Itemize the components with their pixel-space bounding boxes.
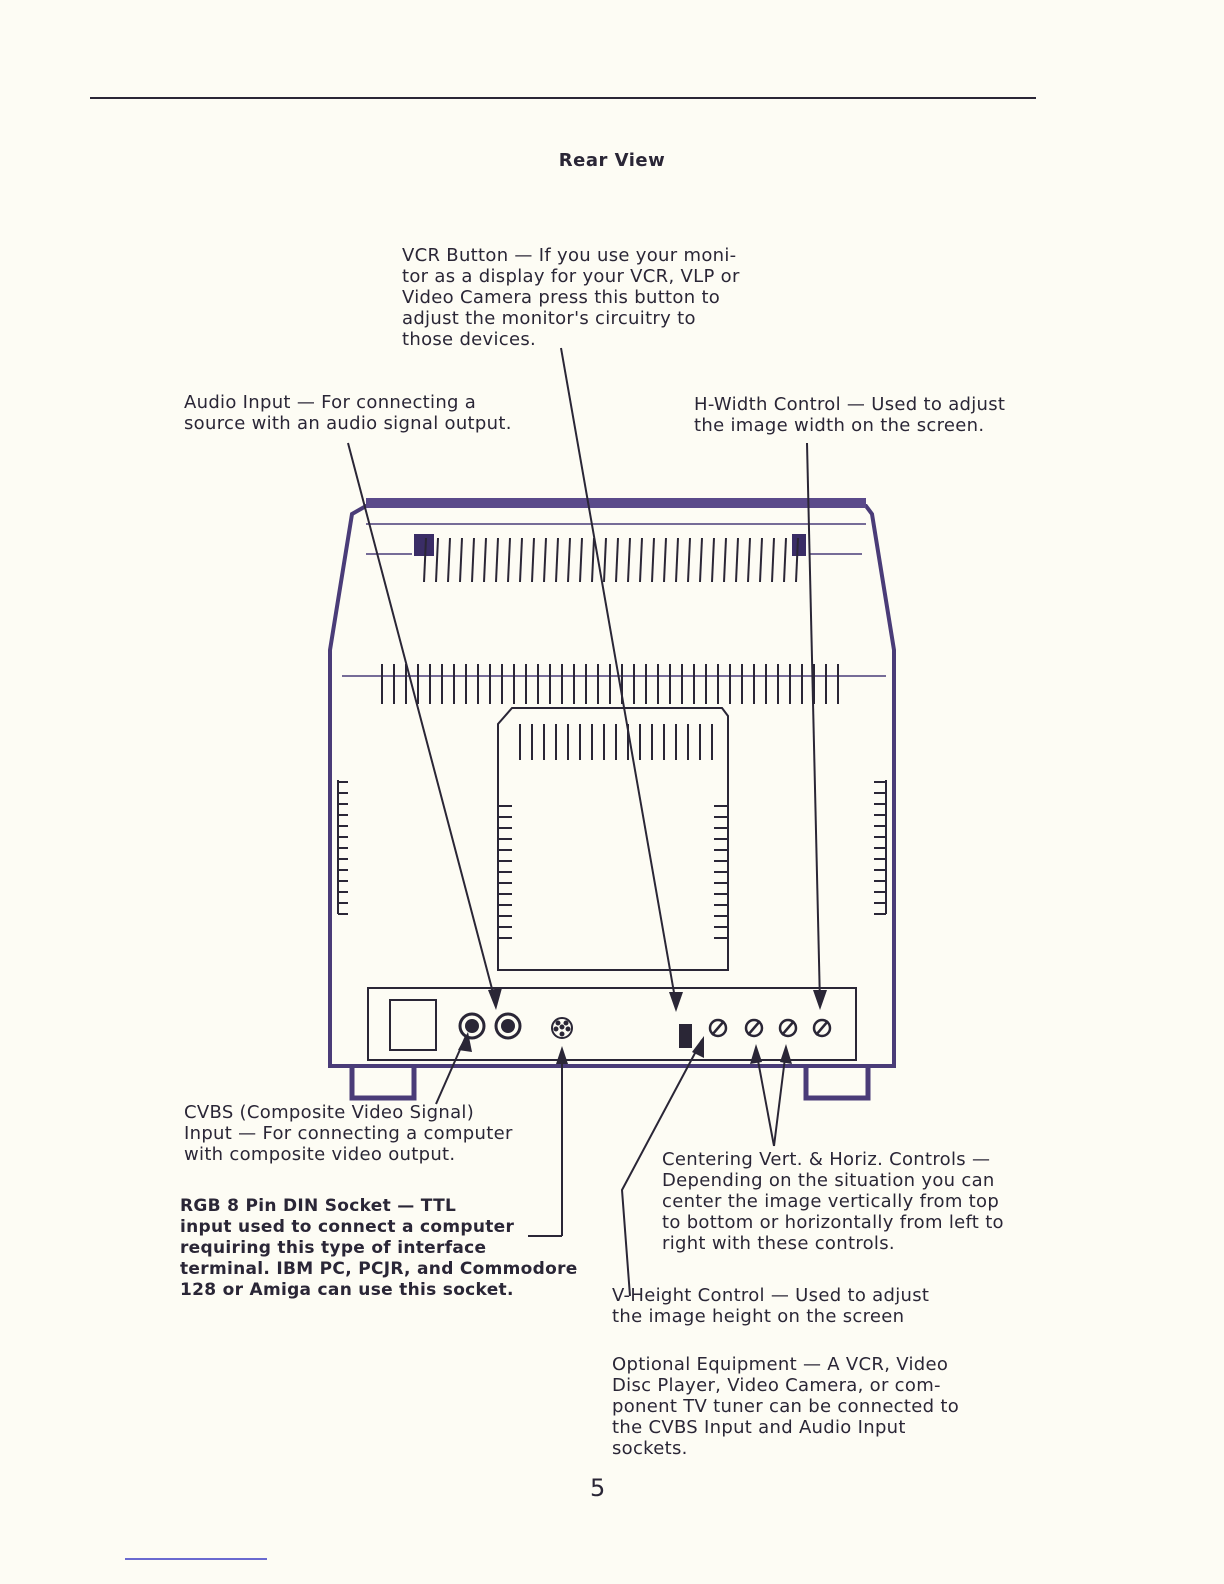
callout-line: center the image vertically from top [662,1191,1000,1212]
centering-callout: Centering Vert. & Horiz. Controls —Depen… [662,1149,1004,1254]
callout-line: input used to connect a computer [180,1217,515,1237]
rear-panel [497,707,729,971]
callout-line: the image width on the screen. [694,415,985,436]
callout-line: RGB 8 Pin DIN Socket — TTL [180,1196,457,1216]
callout-line: the image height on the screen [612,1306,905,1327]
callout-line: Depending on the situation you can [662,1170,995,1191]
callout-line: VCR Button — If you use your moni- [402,245,737,266]
footer-rule [125,1558,267,1560]
din-socket [551,1017,573,1039]
callout-line: to bottom or horizontally from left to [662,1212,1004,1233]
callout-line: H-Width Control — Used to adjust [694,394,1006,415]
connector-strip [367,987,857,1061]
callout-line: Optional Equipment — A VCR, Video [612,1354,949,1375]
callout-line: with composite video output. [184,1144,456,1165]
cabinet-side-vents [337,780,887,915]
upper-vent [414,534,806,583]
leader-lines [347,347,821,1297]
callout-line: sockets. [612,1438,688,1459]
callout-line: requiring this type of interface [180,1238,487,1258]
audio-jack [458,1012,486,1040]
callout-line: 128 or Amiga can use this socket. [180,1280,514,1300]
callout-line: ponent TV tuner can be connected to [612,1396,960,1417]
control-knobs [708,1018,832,1038]
callout-line: CVBS (Composite Video Signal) [184,1102,475,1123]
callout-line: Disc Player, Video Camera, or com- [612,1375,941,1396]
cvbs-callout: CVBS (Composite Video Signal)Input — For… [184,1102,513,1165]
callout-line: V-Height Control — Used to adjust [612,1285,930,1306]
callout-line: right with these controls. [662,1233,895,1254]
page-title: Rear View [558,150,666,171]
callout-line: source with an audio signal output. [184,413,512,434]
video-jack [494,1012,522,1040]
arrow-heads [458,988,827,1064]
callout-line: adjust the monitor's circuitry to [402,308,696,329]
callout-line: tor as a display for your VCR, VLP or [402,266,740,287]
callout-line: those devices. [402,329,537,350]
callout-line: Audio Input — For connecting a [184,392,477,413]
callout-line: Video Camera press this button to [402,287,721,308]
callout-line: the CVBS Input and Audio Input [612,1417,906,1438]
header-rule [90,97,1036,99]
monitor-cabinet [328,498,896,1101]
callout-line: terminal. IBM PC, PCJR, and Commodore [180,1259,578,1279]
page-number: 5 [590,1474,606,1502]
callout-line: Centering Vert. & Horiz. Controls — [662,1149,991,1170]
middle-vent [381,664,839,704]
callout-line: Input — For connecting a computer [184,1123,513,1144]
vcr-switch [679,1024,692,1048]
vcr-button-callout: VCR Button — If you use your moni-tor as… [402,245,740,350]
